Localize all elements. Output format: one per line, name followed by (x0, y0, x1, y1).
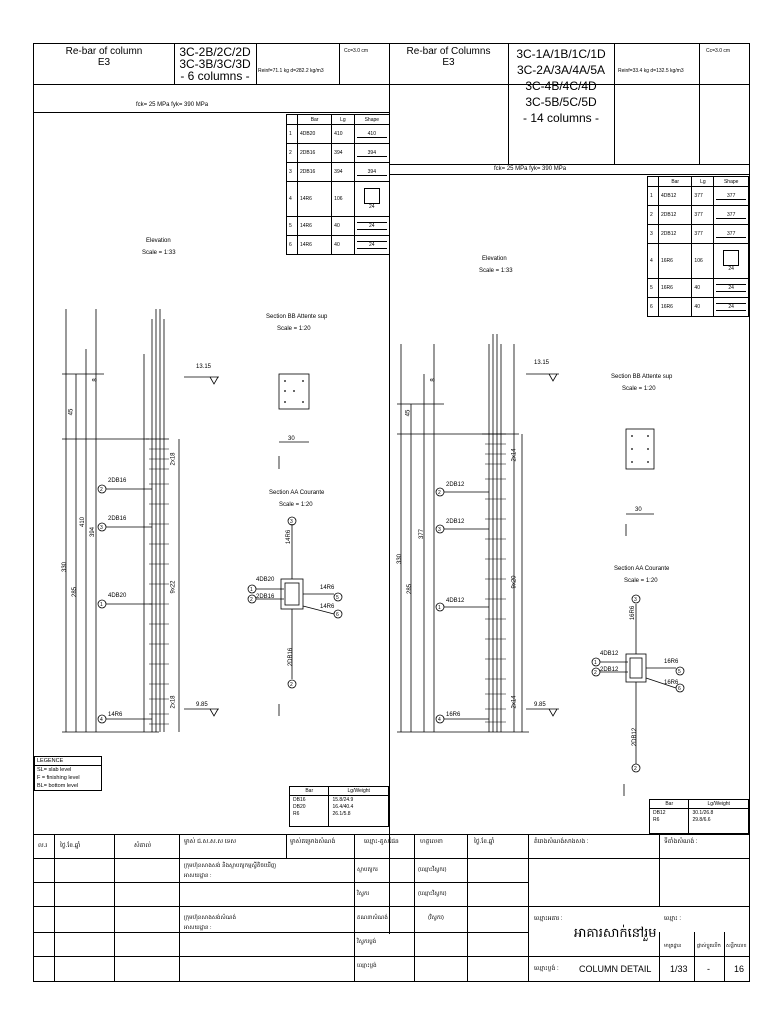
svg-text:1: 1 (594, 660, 597, 666)
svg-text:2: 2 (100, 487, 103, 493)
callout-label: 2DB16 (108, 478, 127, 484)
left-materials: fck= 25 MPa fyk= 390 MPa (136, 102, 209, 108)
left-section-aa-label: Section AA Courante (269, 490, 325, 496)
title-block: ល.រ ថ្ងៃ.ខែ.ឆ្នាំ សំគាល់ ម្ចាស់ ជ.ស.ស.ស … (34, 834, 749, 981)
svg-text:2: 2 (290, 682, 293, 688)
left-section-bb-label: Section BB Attente sup (266, 314, 328, 320)
svg-text:3: 3 (634, 597, 637, 603)
right-section-aa-scale: Scale = 1:20 (624, 578, 658, 584)
callout-label: 16R6 (446, 712, 461, 718)
scale-value: 1/33 (670, 964, 688, 974)
right-elevation-scale: Scale = 1:33 (479, 268, 513, 274)
building-name: អាគារសាក់នៅរួម (574, 925, 657, 940)
revision-value: - (707, 964, 710, 974)
callout-label: 4DB12 (446, 598, 465, 604)
left-elevation-scale: Scale = 1:33 (142, 250, 176, 256)
svg-text:6: 6 (678, 686, 681, 692)
callout-label: 2DB16 (108, 516, 127, 522)
right-section-aa-label: Section AA Courante (614, 566, 670, 572)
svg-text:1: 1 (438, 605, 441, 611)
svg-text:2: 2 (438, 490, 441, 496)
svg-text:3: 3 (290, 519, 293, 525)
svg-text:1: 1 (100, 602, 103, 608)
panel-divider (389, 44, 390, 934)
svg-text:2: 2 (594, 670, 597, 676)
left-section-bb-scale: Scale = 1:20 (277, 326, 311, 332)
drawing-name: COLUMN DETAIL (579, 964, 652, 974)
svg-text:3: 3 (100, 525, 103, 531)
legend: LEGENCE SL= slab level F = finishing lev… (34, 756, 102, 791)
svg-text:5: 5 (336, 595, 339, 601)
left-section-aa-scale: Scale = 1:20 (279, 502, 313, 508)
svg-text:3: 3 (438, 527, 441, 533)
left-elevation-label: Elevation (146, 238, 171, 244)
right-materials: fck= 25 MPa fyk= 390 MPa (494, 166, 567, 172)
right-section-bb-label: Section BB Attente sup (611, 374, 673, 380)
right-elevation-label: Elevation (482, 256, 507, 262)
callout-label: 4DB20 (108, 593, 127, 599)
right-section-bb-scale: Scale = 1:20 (622, 386, 656, 392)
svg-text:6: 6 (336, 612, 339, 618)
svg-text:2: 2 (634, 766, 637, 772)
column-drawings: 2 3 1 4 1 2 3 2 5 6 2 3 1 4 1 2 3 2 5 6 (62, 309, 685, 796)
svg-text:1: 1 (250, 587, 253, 593)
svg-text:4: 4 (100, 717, 103, 723)
callout-label: 2DB12 (446, 519, 465, 525)
svg-text:5: 5 (678, 669, 681, 675)
sheet-number: 16 (734, 964, 745, 974)
right-reinf: Reinf=33.4 kg d=132.5 kg/m3 (618, 68, 684, 74)
callout-label: 2DB12 (446, 482, 465, 488)
left-cover: Cc=3.0 cm (344, 48, 369, 54)
svg-text:4: 4 (438, 717, 441, 723)
left-reinf: Reinf=71.1 kg d=282.2 kg/m3 (258, 68, 324, 74)
header-divider (34, 84, 749, 85)
callout-label: 14R6 (108, 712, 123, 718)
right-cover: Cc=3.0 cm (706, 48, 731, 54)
svg-text:2: 2 (250, 597, 253, 603)
